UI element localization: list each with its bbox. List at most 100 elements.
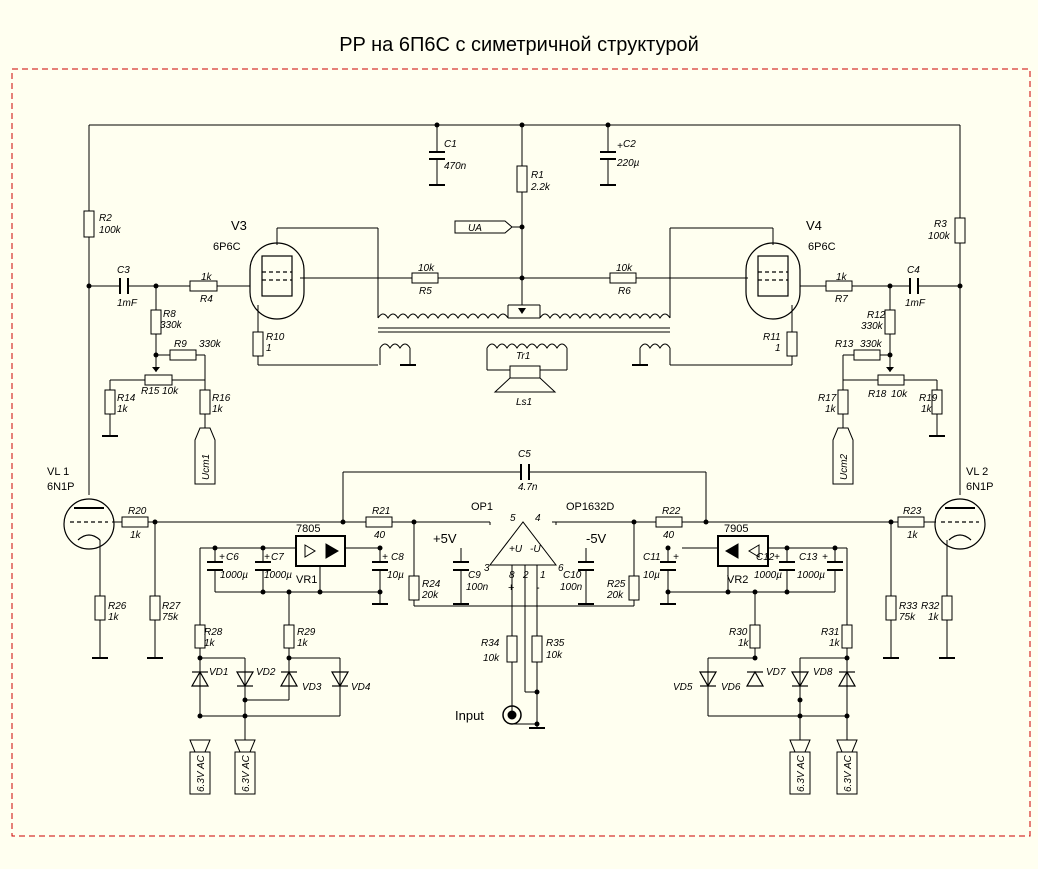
c3-value: 1mF	[117, 298, 138, 309]
c6-value: 1000µ	[220, 570, 248, 581]
r26-value: 1k	[108, 612, 120, 623]
c10-ref: C10	[563, 570, 582, 581]
r32-value: 1k	[928, 612, 940, 623]
vd6-label: VD6	[721, 682, 741, 693]
c13-ref: C13	[799, 552, 818, 563]
r11-ref: R11	[763, 332, 781, 343]
r21-value: 40	[374, 530, 386, 541]
c5-ref: C5	[518, 449, 531, 460]
r19-value: 1k	[921, 404, 933, 415]
r6-value: 10k	[616, 263, 633, 274]
c12-value: 1000µ	[754, 570, 782, 581]
r18-ref: R18	[868, 389, 887, 400]
opamp-pin-5: 5	[510, 513, 516, 524]
r2-value: 100k	[99, 225, 122, 236]
v4-type: 6P6C	[808, 241, 836, 253]
r26-ref: R26	[108, 601, 127, 612]
r8-ref: R8	[163, 309, 176, 320]
c12-ref: C12	[756, 552, 775, 563]
r30-ref: R30	[729, 627, 748, 638]
ucm1-label: Ucm1	[201, 454, 212, 480]
r1-ref: R1	[531, 170, 544, 181]
r22-value: 40	[663, 530, 675, 541]
r5-ref: R5	[419, 286, 432, 297]
vd4-label: VD4	[351, 682, 371, 693]
r35-ref: R35	[546, 638, 565, 649]
c7-plus: +	[264, 552, 270, 563]
rail-pos-label: +5V	[433, 531, 457, 546]
v3-ref: V3	[231, 218, 247, 233]
c12-plus: +	[774, 552, 780, 563]
r4-value: 1k	[201, 272, 213, 283]
r9-value: 330k	[199, 339, 222, 350]
r31-ref: R31	[821, 627, 839, 638]
r23-value: 1k	[907, 530, 919, 541]
c7-ref: C7	[271, 552, 284, 563]
ac-label-2: 6.3V AC	[241, 754, 252, 792]
vl1-ref: VL 1	[47, 466, 69, 478]
c13-plus: +	[822, 552, 828, 563]
opamp-minus: -	[536, 582, 540, 594]
c7-value: 1000µ	[264, 570, 292, 581]
c8-value: 10µ	[387, 570, 404, 581]
r29-ref: R29	[297, 627, 316, 638]
c4-ref: C4	[907, 265, 920, 276]
opamp-pin-8: 8	[509, 570, 515, 581]
r12-ref: R12	[867, 310, 886, 321]
r28-ref: R28	[204, 627, 223, 638]
r17-value: 1k	[825, 404, 837, 415]
r9-ref: R9	[174, 339, 187, 350]
vd3-label: VD3	[302, 682, 322, 693]
vr1-type: 7805	[296, 523, 320, 535]
r24-ref: R24	[422, 579, 441, 590]
r13-ref: R13	[835, 339, 854, 350]
r30-value: 1k	[738, 638, 750, 649]
v3-type: 6P6C	[213, 241, 241, 253]
r25-ref: R25	[607, 579, 626, 590]
r23-ref: R23	[903, 506, 922, 517]
c8-plus: +	[382, 552, 388, 563]
r13-value: 330k	[860, 339, 883, 350]
opamp-in-minus: -U	[530, 544, 541, 555]
r33-value: 75k	[899, 612, 916, 623]
opamp-pin-3: 3	[484, 563, 490, 574]
opamp-pin-4: 4	[535, 513, 541, 524]
drawing-frame	[11, 68, 1031, 837]
opamp-pin-6: 6	[558, 563, 564, 574]
r1-value: 2.2k	[530, 182, 551, 193]
c2-plus: +	[617, 141, 623, 152]
c4-value: 1mF	[905, 298, 926, 309]
c11-ref: C11	[643, 552, 661, 563]
vd5-label: VD5	[673, 682, 693, 693]
vl1-type: 6N1P	[47, 481, 75, 493]
r7-value: 1k	[836, 272, 848, 283]
r4-ref: R4	[200, 294, 213, 305]
rail-neg-label: -5V	[586, 531, 607, 546]
tr1-label: Tr1	[516, 351, 530, 362]
r3-value: 100k	[928, 231, 951, 242]
vd8-label: VD8	[813, 667, 833, 678]
r10-ref: R10	[266, 332, 285, 343]
r22-ref: R22	[662, 506, 681, 517]
r20-value: 1k	[130, 530, 142, 541]
opamp-in-plus: +U	[509, 544, 523, 555]
r21-ref: R21	[372, 506, 390, 517]
ac-label-1: 6.3V AC	[196, 754, 207, 792]
c11-value: 10µ	[643, 570, 660, 581]
op1-ref: OP1	[471, 501, 493, 513]
c3-ref: C3	[117, 265, 130, 276]
input-label: Input	[455, 708, 484, 723]
r19-ref: R19	[919, 393, 938, 404]
r7-ref: R7	[835, 294, 848, 305]
opamp-plus: +	[508, 582, 514, 594]
op1-type: OP1632D	[566, 501, 614, 513]
r18-value: 10k	[891, 389, 908, 400]
r34-value: 10k	[483, 653, 500, 664]
vr2-type: 7905	[724, 523, 748, 535]
r2-ref: R2	[99, 213, 112, 224]
c2-value: 220µ	[616, 158, 640, 169]
r17-ref: R17	[818, 393, 837, 404]
r11-value: 1	[775, 343, 781, 354]
r15-ref: R15	[141, 386, 160, 397]
